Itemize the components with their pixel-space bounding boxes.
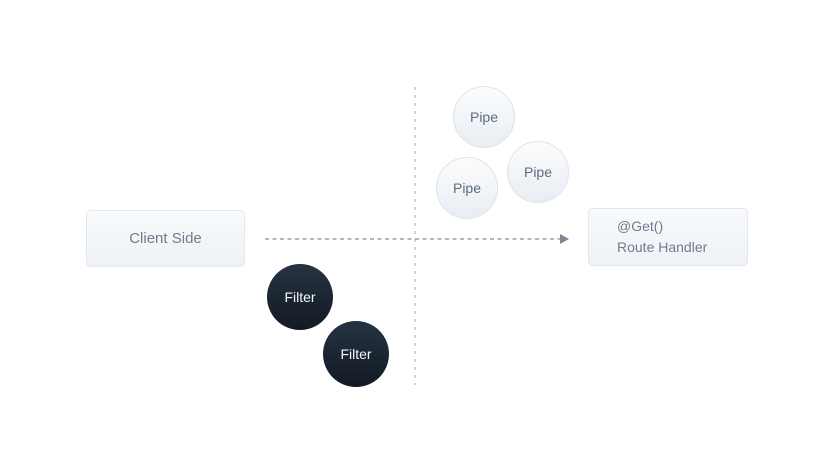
route-handler-decorator-label: @Get()	[617, 218, 664, 234]
pipe-node: Pipe	[507, 141, 569, 203]
filter-node: Filter	[323, 321, 389, 387]
arrowhead-icon	[560, 234, 569, 244]
filter-label: Filter	[284, 289, 316, 305]
route-handler-label: Route Handler	[617, 239, 708, 255]
route-handler-box: @Get() Route Handler	[588, 208, 748, 266]
pipe-node: Pipe	[453, 86, 515, 148]
client-side-label: Client Side	[129, 229, 202, 247]
pipe-label: Pipe	[452, 180, 482, 196]
client-side-box: Client Side	[86, 210, 245, 267]
pipe-label: Pipe	[523, 164, 553, 180]
pipe-node: Pipe	[436, 157, 498, 219]
pipe-label: Pipe	[469, 109, 499, 125]
filter-node: Filter	[267, 264, 333, 330]
filter-label: Filter	[340, 346, 372, 362]
